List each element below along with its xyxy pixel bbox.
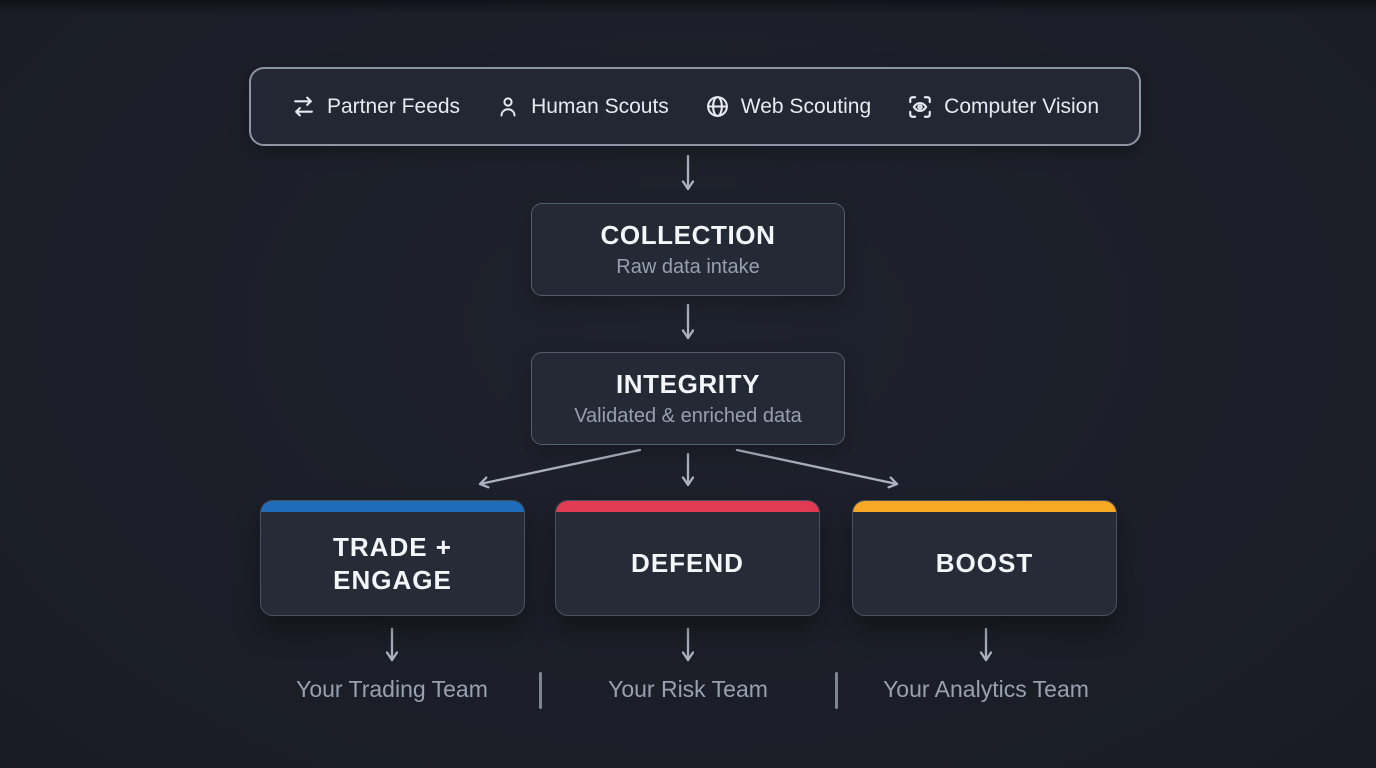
source-item-computer-vision: Computer Vision bbox=[907, 94, 1099, 120]
source-item-label: Computer Vision bbox=[944, 94, 1100, 118]
source-item-label: Partner Feeds bbox=[326, 94, 461, 118]
branch-title: BOOST bbox=[935, 548, 1034, 579]
node-subtitle: Raw data intake bbox=[616, 256, 760, 278]
node-integrity: INTEGRITY Validated & enriched data bbox=[531, 352, 845, 445]
source-item-label: Web Scouting bbox=[740, 94, 872, 118]
source-item-label: Human Scouts bbox=[531, 94, 669, 118]
accent-strip-red bbox=[556, 501, 819, 512]
branch-trade-engage: TRADE + ENGAGE bbox=[260, 500, 525, 616]
branch-defend: DEFEND bbox=[555, 500, 820, 616]
arrow-integrity-to-boost bbox=[735, 448, 899, 484]
arrow-integrity-to-trade bbox=[478, 448, 642, 484]
accent-strip-blue bbox=[261, 501, 524, 512]
team-label-trading: Your Trading Team bbox=[296, 676, 488, 702]
swap-arrows-icon bbox=[291, 94, 316, 119]
branch-boost: BOOST bbox=[852, 500, 1117, 616]
source-item-partner-feeds: Partner Feeds bbox=[291, 94, 460, 119]
node-subtitle: Validated & enriched data bbox=[574, 405, 802, 427]
sources-bar: Partner Feeds Human Scouts Web Scouting bbox=[249, 67, 1141, 146]
team-separator bbox=[539, 672, 542, 709]
team-separator bbox=[835, 672, 838, 709]
node-title: COLLECTION bbox=[600, 220, 776, 250]
accent-strip-amber bbox=[853, 501, 1116, 512]
globe-icon bbox=[705, 94, 730, 119]
person-icon bbox=[496, 95, 520, 119]
node-collection: COLLECTION Raw data intake bbox=[531, 203, 845, 296]
source-item-web-scouting: Web Scouting bbox=[705, 94, 871, 119]
scan-eye-icon bbox=[907, 94, 933, 120]
branch-title: DEFEND bbox=[631, 548, 744, 579]
node-title: INTEGRITY bbox=[615, 369, 761, 399]
team-label-analytics: Your Analytics Team bbox=[883, 676, 1089, 702]
team-label-risk: Your Risk Team bbox=[608, 676, 768, 702]
source-item-human-scouts: Human Scouts bbox=[496, 95, 669, 119]
branch-title: TRADE + ENGAGE bbox=[333, 532, 452, 595]
